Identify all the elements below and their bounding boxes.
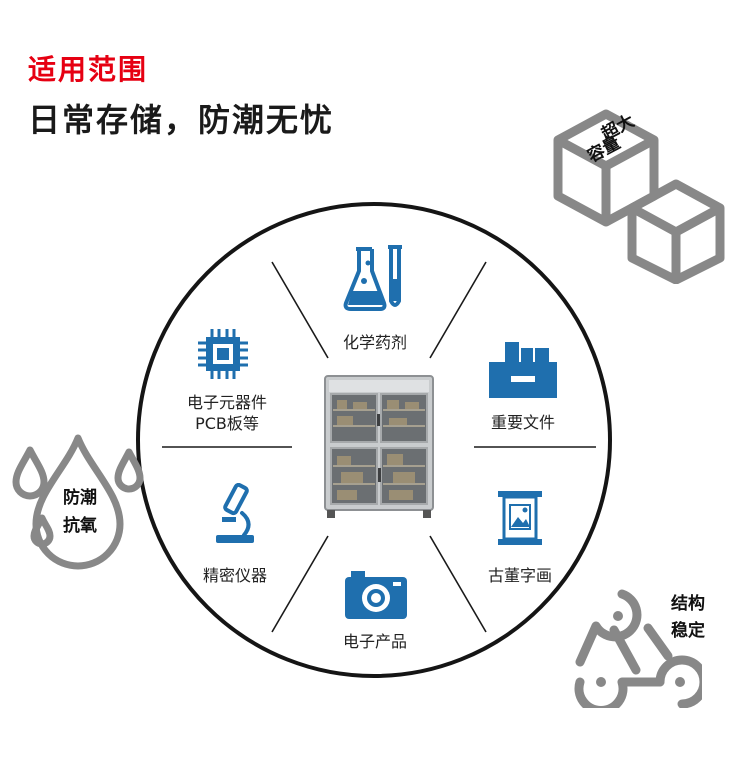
category-label-instruments: 精密仪器 xyxy=(202,566,267,585)
structure-network-icon xyxy=(574,589,702,708)
microscope-icon xyxy=(216,483,254,543)
dry-cabinet-image xyxy=(324,375,434,518)
category-label-components-line2: PCB板等 xyxy=(195,414,259,433)
category-label-components-line1: 电子元器件 xyxy=(186,393,267,412)
picture-scroll-icon xyxy=(498,491,542,545)
camera-icon xyxy=(345,571,407,619)
cubes-icon xyxy=(553,109,725,284)
moisture-badge-line1: 防潮 xyxy=(63,488,97,508)
category-label-chemicals: 化学药剂 xyxy=(342,333,407,352)
flask-icon xyxy=(343,245,402,311)
category-label-documents: 重要文件 xyxy=(490,413,555,432)
category-label-electronics: 电子产品 xyxy=(342,632,407,651)
section-eyebrow: 适用范围 xyxy=(28,53,149,86)
structure-badge-line2: 稳定 xyxy=(671,621,705,641)
file-boxes-icon xyxy=(489,342,557,398)
water-drops-icon xyxy=(12,434,144,570)
page-title: 日常存储，防潮无忧 xyxy=(28,101,335,139)
chip-icon xyxy=(198,329,248,379)
category-label-calligraphy: 古董字画 xyxy=(487,566,552,585)
moisture-badge-line2: 抗氧 xyxy=(63,516,97,536)
structure-badge-line1: 结构 xyxy=(671,594,705,614)
